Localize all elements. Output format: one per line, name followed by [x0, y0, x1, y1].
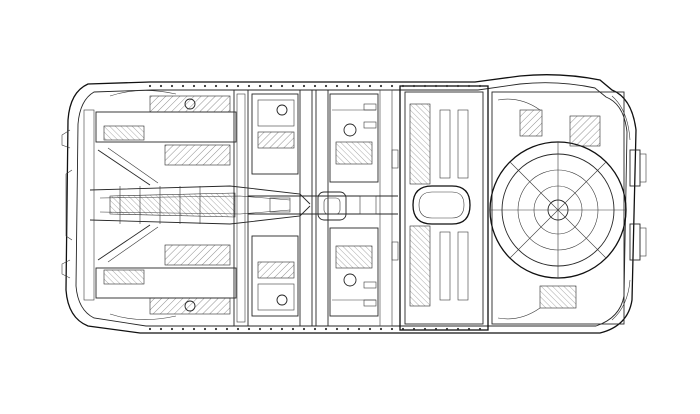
rivet-dot	[412, 84, 416, 88]
rivet-dot	[214, 84, 218, 88]
rivet-dot	[401, 84, 405, 88]
rivet-dot	[368, 84, 372, 88]
rivet-dot	[247, 327, 251, 331]
vertical-crossmembers	[233, 85, 489, 331]
rivet-dot	[148, 84, 152, 88]
rear-center-section	[363, 103, 471, 307]
rivet-row-top	[148, 84, 482, 88]
rivet-dot	[390, 327, 394, 331]
rivet-dot	[445, 327, 449, 331]
rivet-dot	[236, 84, 240, 88]
rivet-dot	[258, 84, 262, 88]
rivet-dot	[269, 327, 273, 331]
rivet-dot	[478, 84, 482, 88]
rivet-dot	[357, 327, 361, 331]
rivet-dot	[159, 84, 163, 88]
mid-floor-panels	[184, 93, 379, 317]
rivet-dot	[247, 84, 251, 88]
rivet-dot	[379, 84, 383, 88]
center-tunnel	[248, 191, 398, 221]
rivet-row-bottom	[148, 327, 482, 331]
rivet-dot	[203, 84, 207, 88]
rivet-dot	[181, 327, 185, 331]
rivet-dot	[280, 84, 284, 88]
rivet-dot	[379, 327, 383, 331]
rivet-dot	[192, 84, 196, 88]
rivet-dot	[302, 327, 306, 331]
rivet-dot	[192, 327, 196, 331]
rivet-dot	[445, 84, 449, 88]
rivet-dot	[423, 327, 427, 331]
rivet-dot	[236, 327, 240, 331]
rivet-dot	[423, 84, 427, 88]
rivet-dot	[214, 327, 218, 331]
rivet-dot	[456, 84, 460, 88]
rivet-dot	[324, 327, 328, 331]
rivet-dot	[258, 327, 262, 331]
rivet-dot	[335, 327, 339, 331]
rivet-dot	[225, 327, 229, 331]
spare-wheel-well	[489, 91, 627, 325]
rivet-dot	[280, 327, 284, 331]
rivet-dot	[313, 84, 317, 88]
front-crossmembers	[83, 90, 311, 320]
rivet-dot	[291, 84, 295, 88]
rivet-dot	[390, 84, 394, 88]
rivet-dot	[434, 84, 438, 88]
rivet-dot	[203, 327, 207, 331]
rivet-dot	[368, 327, 372, 331]
rivet-dot	[269, 84, 273, 88]
rivet-dot	[291, 327, 295, 331]
rear-panel	[611, 95, 647, 321]
rivet-dot	[313, 327, 317, 331]
rivet-dot	[170, 84, 174, 88]
rivet-dot	[467, 327, 471, 331]
rivet-dot	[181, 84, 185, 88]
rivet-dot	[357, 84, 361, 88]
rivet-dot	[467, 84, 471, 88]
rivet-dot	[412, 327, 416, 331]
rivet-dot	[148, 327, 152, 331]
rivet-dot	[335, 84, 339, 88]
body-outline	[61, 74, 637, 334]
rivet-dot	[170, 327, 174, 331]
rivet-dot	[456, 327, 460, 331]
rivet-dot	[401, 327, 405, 331]
rivet-dot	[346, 84, 350, 88]
rivet-dot	[225, 84, 229, 88]
rivet-dot	[434, 327, 438, 331]
rivet-dot	[159, 327, 163, 331]
rivet-dot	[302, 84, 306, 88]
rivet-dot	[324, 84, 328, 88]
rivet-dot	[478, 327, 482, 331]
rivet-dot	[346, 327, 350, 331]
